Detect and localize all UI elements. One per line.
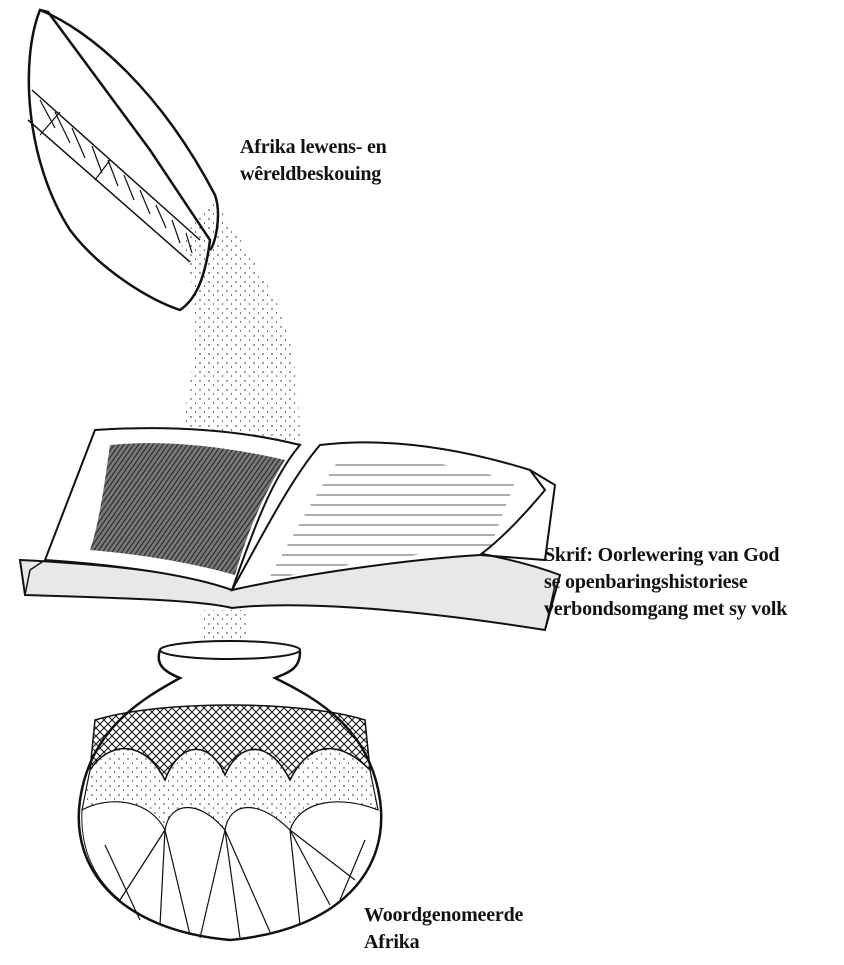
- label-afrika-worldview: Afrika lewens- en wêreldbeskouing: [240, 134, 387, 188]
- label-line: Afrika: [364, 929, 523, 956]
- clay-pot: [79, 641, 382, 940]
- label-line: Woordgenomeerde: [364, 902, 523, 929]
- label-line: Skrif: Oorlewering van God: [544, 542, 787, 569]
- label-skrif: Skrif: Oorlewering van God se openbaring…: [544, 542, 787, 623]
- label-line: se openbaringshistoriese: [544, 569, 787, 596]
- label-line: wêreldbeskouing: [240, 161, 387, 188]
- label-line: Afrika lewens- en: [240, 134, 387, 161]
- open-book: [20, 428, 560, 630]
- label-line: verbondsomgang met sy volk: [544, 596, 787, 623]
- label-woordgenomeerde: Woordgenomeerde Afrika: [364, 902, 523, 956]
